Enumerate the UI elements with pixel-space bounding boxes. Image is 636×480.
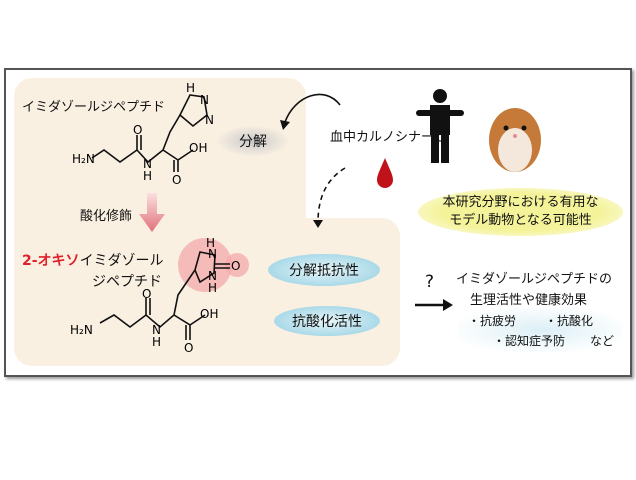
bullet-anti-fatigue: ・抗疲労 — [468, 314, 517, 328]
svg-text:OH: OH — [200, 307, 218, 321]
svg-text:H: H — [208, 281, 217, 295]
svg-text:N: N — [152, 323, 161, 337]
svg-text:H: H — [186, 81, 195, 95]
svg-text:H: H — [143, 169, 152, 183]
antioxidant-ellipse: 抗酸化活性 — [274, 306, 380, 336]
svg-text:N: N — [208, 269, 217, 283]
effects-line1: イミダゾールジペプチドの — [456, 272, 613, 287]
svg-text:H: H — [206, 236, 215, 250]
svg-text:O: O — [184, 341, 193, 355]
svg-text:O: O — [172, 173, 181, 187]
svg-text:N: N — [143, 157, 152, 171]
oxo-dipeptide-label: 2-オキソイミダゾール — [22, 250, 164, 270]
antioxidant-text: 抗酸化活性 — [292, 314, 362, 330]
etc-label: など — [590, 334, 615, 348]
effects-box — [458, 308, 623, 352]
svg-text:OH: OH — [189, 141, 207, 155]
hamster-image — [489, 108, 541, 172]
model-animal-ellipse: 本研究分野における有用なモデル動物となる可能性 — [418, 188, 623, 236]
person-icon — [416, 89, 464, 163]
resistance-text: 分解抵抗性 — [289, 263, 359, 279]
question-mark: ? — [425, 272, 435, 292]
svg-text:O: O — [142, 287, 151, 301]
svg-text:H₂N: H₂N — [70, 323, 93, 337]
oxo-line2: ジペプチド — [92, 274, 162, 290]
degradation-text: 分解 — [239, 134, 267, 150]
svg-text:N: N — [208, 247, 217, 261]
effects-line2: 生理活性や健康効果 — [470, 293, 588, 308]
bullet-antioxidant: ・抗酸化 — [545, 314, 594, 328]
carnosinase-label: 血中カルノシナーゼ — [330, 130, 448, 145]
svg-text:H: H — [152, 335, 161, 349]
model-line1: 本研究分野における有用な — [442, 195, 599, 210]
oxo-rest: イミダゾール — [79, 253, 164, 269]
dipeptide-label: イミダゾールジペプチド — [22, 100, 166, 115]
oxidation-label: 酸化修飾 — [80, 209, 133, 224]
svg-text:N: N — [205, 113, 214, 127]
oxo-prefix: 2-オキソ — [22, 253, 80, 269]
svg-text:O: O — [133, 123, 142, 137]
oxo-panel — [200, 218, 400, 366]
degradation-label: 分解 — [218, 126, 288, 156]
bullet-dementia: ・認知症予防 — [493, 334, 566, 348]
model-line2: モデル動物となる可能性 — [449, 213, 592, 228]
svg-text:O: O — [231, 259, 240, 273]
resistance-ellipse: 分解抵抗性 — [268, 254, 380, 286]
svg-text:H₂N: H₂N — [72, 152, 95, 166]
svg-text:N: N — [200, 93, 209, 107]
